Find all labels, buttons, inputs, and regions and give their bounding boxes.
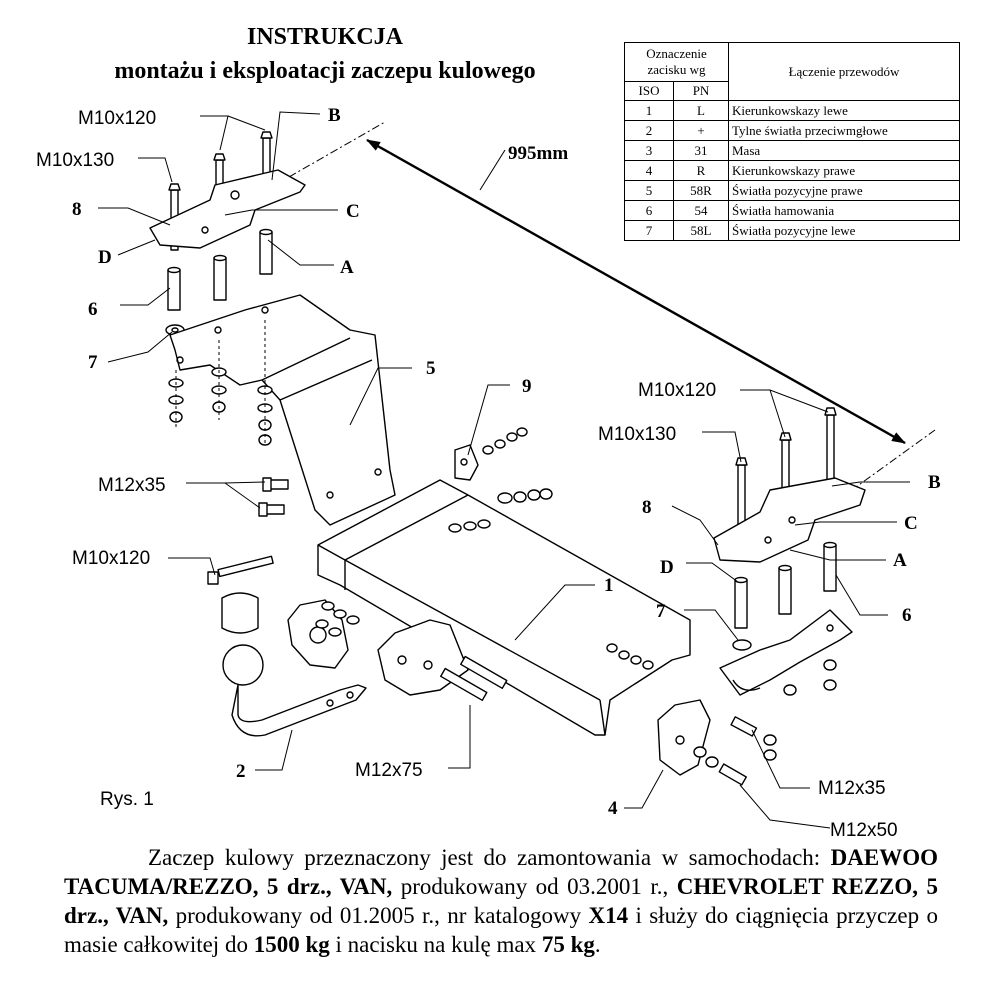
desc-load: 75 kg (541, 932, 595, 957)
label-c-left: C (346, 201, 360, 222)
table-head-group: Oznaczenie zacisku wg (624, 42, 729, 82)
desc-part1: Zaczep kulowy przeznaczony jest do zamon… (148, 845, 831, 870)
table-head-pn: PN (673, 81, 729, 101)
label-8-left: 8 (72, 199, 82, 220)
label-7-left: 7 (88, 352, 98, 373)
label-a-right: A (893, 550, 907, 571)
figure-label: Rys. 1 (100, 789, 154, 810)
label-m10x130-right: M10x130 (598, 424, 676, 445)
desc-catalog: X14 (588, 903, 629, 928)
desc-model1: DAEWOO TACUMA/REZZO, 5 drz., VAN, (64, 845, 938, 899)
desc-mass: 1500 kg (253, 932, 330, 957)
dimension-label: 995mm (508, 143, 568, 164)
label-m10x120-right: M10x120 (638, 380, 716, 401)
description: Zaczep kulowy przeznaczony jest do zamon… (64, 843, 938, 959)
label-d-right: D (660, 557, 674, 578)
label-6-left: 6 (88, 299, 98, 320)
desc-part4: i służy do ciągnięcia przyczep o masie c… (64, 903, 938, 957)
label-m10x120-left: M10x120 (78, 108, 156, 129)
label-m12x50: M12x50 (830, 820, 898, 840)
label-m10x120-mid: M10x120 (72, 548, 150, 569)
desc-part6: . (594, 932, 601, 957)
desc-model2: CHEVROLET REZZO, 5 drz., VAN, (64, 874, 938, 928)
page-subtitle: montażu i eksploatacji zaczepu kulowego (114, 58, 536, 84)
label-6-right: 6 (902, 605, 912, 626)
desc-part3: produkowany od 01.2005 r., nr katalogowy (168, 903, 589, 928)
towbar-exploded-diagram: M10x120 M10x130 B C A D 8 6 7 5 9 995mm … (36, 105, 941, 840)
label-b-right: B (928, 472, 941, 493)
label-b-left: B (328, 105, 341, 126)
label-2: 2 (236, 761, 246, 782)
desc-part5: i nacisku na kulę max (329, 932, 542, 957)
label-4: 4 (608, 798, 618, 819)
label-m12x35-right: M12x35 (818, 778, 886, 799)
label-9: 9 (522, 376, 532, 397)
dimension-arrow (366, 138, 906, 445)
label-a-left: A (340, 257, 354, 278)
label-m12x35-left: M12x35 (98, 475, 166, 496)
desc-part2: produkowany od 03.2001 r., (392, 874, 677, 899)
label-d-left: D (98, 247, 112, 268)
label-7-right: 7 (656, 601, 666, 622)
label-m12x75: M12x75 (355, 760, 423, 781)
label-m10x130-left: M10x130 (36, 150, 114, 171)
label-8-right: 8 (642, 497, 652, 518)
label-1: 1 (604, 575, 614, 596)
label-5: 5 (426, 358, 436, 379)
label-c-right: C (904, 513, 918, 534)
page-title: INSTRUKCJA (246, 24, 404, 50)
table-head-connection: Łączenie przewodów (728, 42, 960, 101)
